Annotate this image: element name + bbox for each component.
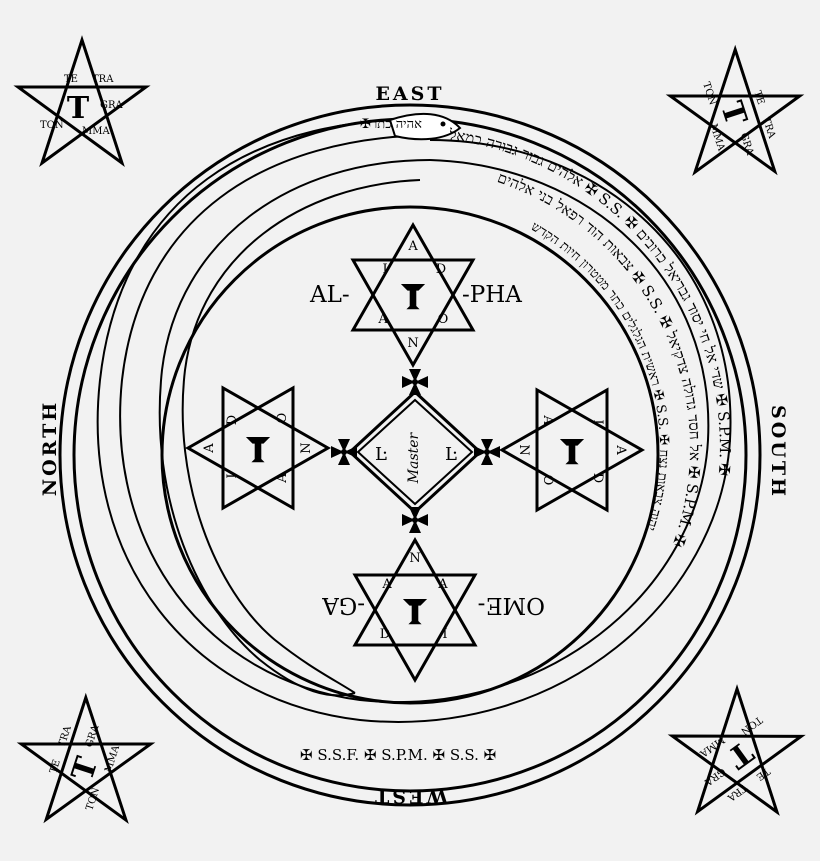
pentagram-top-left: T TE TRA GRA MMA TON: [13, 35, 151, 167]
cross-right: [474, 439, 500, 465]
hex-letter: I: [382, 262, 387, 277]
hex-letter: I: [225, 473, 240, 478]
pent-letter: TE: [751, 89, 766, 106]
direction-north: NORTH: [39, 400, 61, 496]
hex-letter: A: [613, 444, 628, 455]
hex-letter: A: [377, 312, 388, 327]
hex-letter: N: [407, 336, 418, 351]
hex-letter: A: [275, 473, 290, 484]
hexagram-left: A D O N A I: [184, 385, 332, 511]
direction-east: EAST: [375, 83, 444, 105]
hex-letter: A: [437, 577, 448, 592]
word-omega-right: -GA: [322, 592, 365, 618]
serpent-head-text: ✠אהיה כתר: [360, 117, 422, 132]
hex-letter: I: [442, 627, 447, 642]
hex-letter: D: [436, 262, 446, 277]
pentagram-bottom-right: T TE TRA GRA MMA TON: [667, 684, 806, 816]
pent-letter: TRA: [92, 74, 114, 85]
band-inner-text: ראשית הגלגלים כתר מטטרון חיות הקדש ✠ S.S…: [528, 219, 671, 532]
hex-letter: O: [275, 413, 290, 424]
hex-letter: A: [540, 414, 555, 425]
hexagram-bottom: N A I D A: [352, 536, 478, 684]
band-lower-text: ✠ S.S.F. ✠ S.P.M. ✠ S.S. ✠: [300, 746, 496, 764]
hex-letter: O: [438, 312, 449, 327]
pentagram-bottom-left: T TE TRA GRA MMA TON: [16, 692, 156, 824]
hex-letter: A: [407, 239, 418, 254]
hex-letter: D: [590, 473, 605, 483]
pent-letter: GRA: [738, 132, 756, 158]
hex-letter: N: [516, 444, 531, 455]
cross-left: [331, 439, 357, 465]
hexagram-top: A D O N A I: [350, 221, 476, 369]
center-diamond: Master Ŀ Ŀ: [331, 369, 500, 533]
pentagram-top-right: T TE TRA GRA MMA TON: [665, 44, 805, 176]
word-omega-left: OME-: [478, 592, 545, 618]
pent-letter: TE: [48, 758, 63, 775]
cross-top: [402, 369, 428, 395]
pent-letter: GRA: [100, 100, 124, 111]
pent-letter: TE: [64, 74, 78, 85]
pent-letter: MMA: [82, 126, 110, 137]
hex-letter: D: [225, 415, 240, 425]
cross-bottom: [402, 507, 428, 533]
hex-letter: N: [409, 551, 420, 566]
pent-letter: MMA: [103, 743, 122, 773]
center-right-mark: Ŀ: [445, 444, 457, 465]
serpent-head: [388, 112, 462, 141]
pent-letter: TON: [700, 81, 718, 107]
hex-letter: I: [590, 419, 605, 424]
pentagram-tau: T: [67, 91, 90, 126]
word-alpha-left: AL-: [309, 282, 350, 308]
hex-letter: A: [202, 443, 217, 454]
center-left-mark: Ŀ: [375, 444, 387, 465]
direction-west: WEST: [372, 785, 449, 807]
center-master: Master: [406, 431, 422, 484]
serpent-body: [96, 112, 732, 723]
hexagram-right: A D O N A I: [498, 387, 646, 513]
word-alpha-right: -PHA: [462, 282, 522, 308]
pent-letter: TON: [40, 120, 64, 131]
direction-south: SOUTH: [767, 405, 789, 499]
hex-letter: A: [381, 577, 392, 592]
hex-letter: N: [299, 442, 314, 453]
hex-letter: D: [380, 627, 390, 642]
hex-letter: O: [540, 475, 555, 486]
